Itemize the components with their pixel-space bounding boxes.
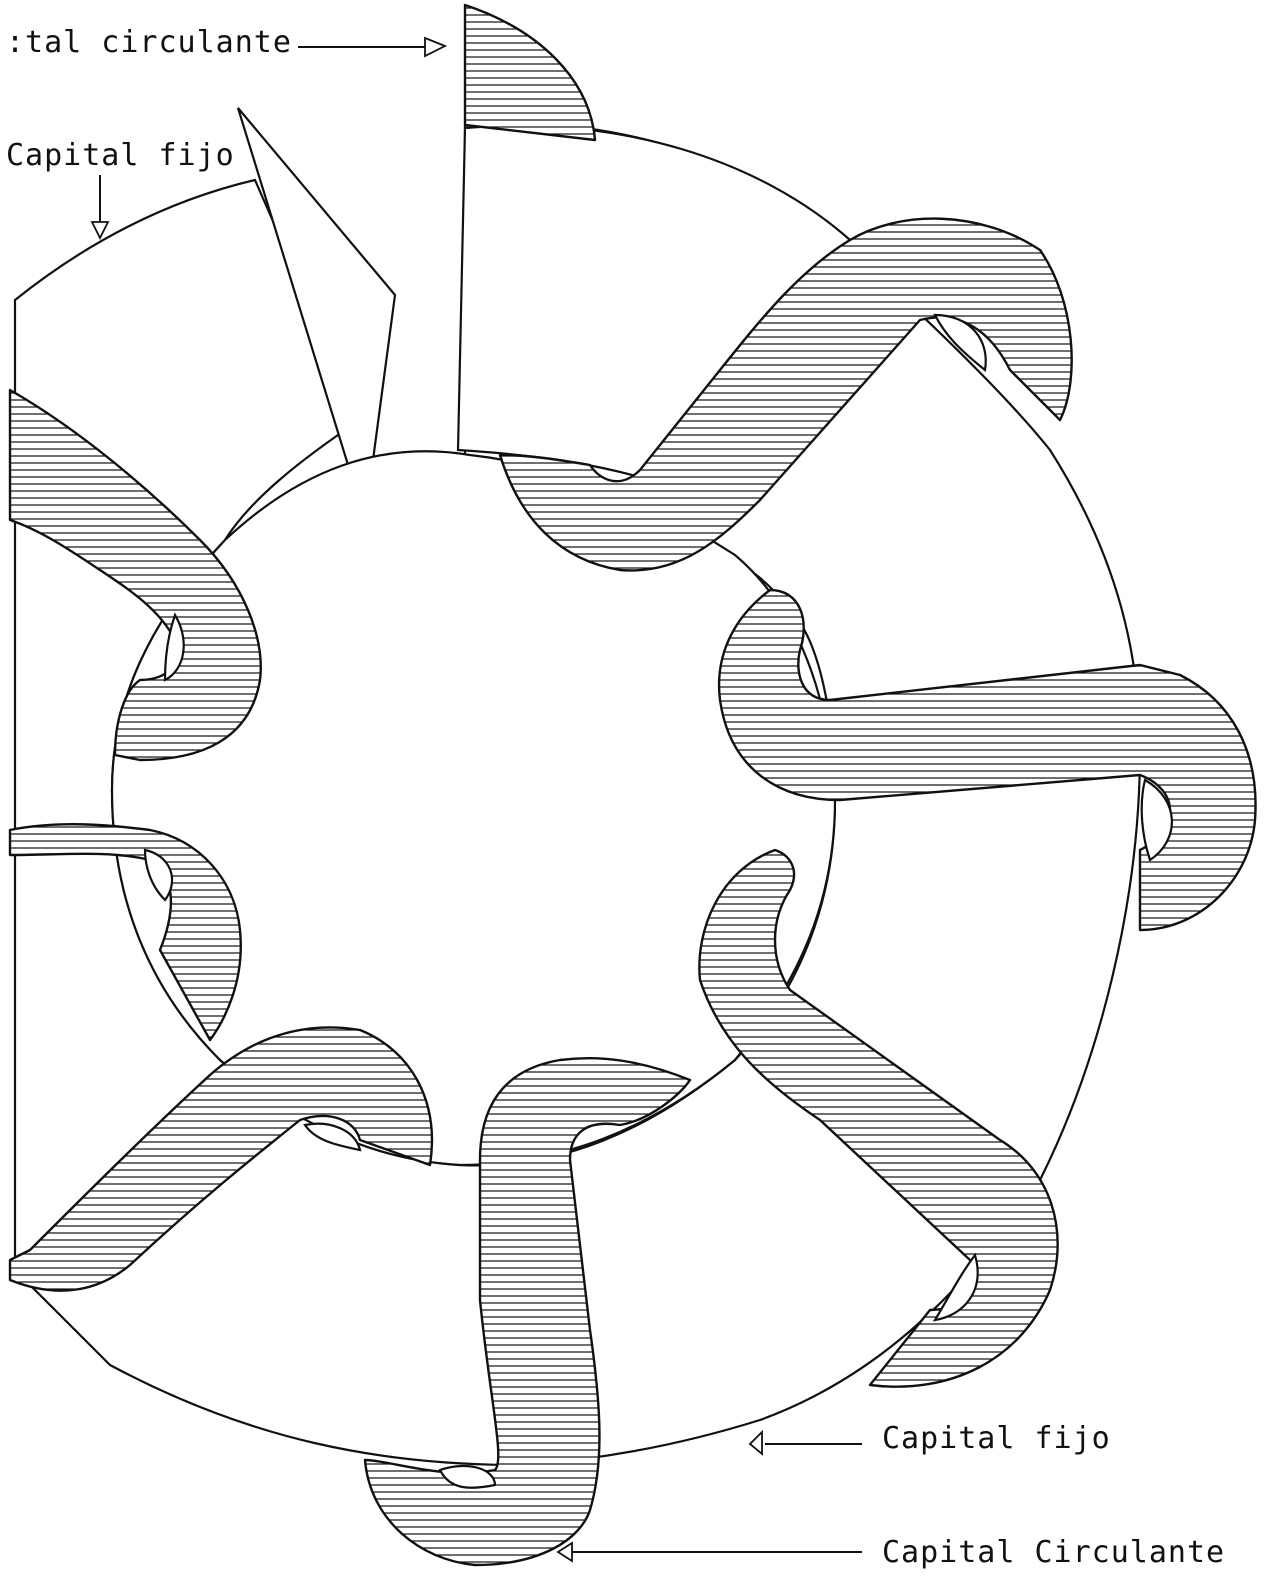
label-top-circulating-text: :tal circulante	[6, 25, 292, 60]
chain-link-top-fragment	[465, 5, 595, 140]
label-bottom-fixed: Capital fijo	[750, 1421, 1111, 1456]
label-bottom-circulating: Capital Circulante	[558, 1535, 1225, 1570]
label-bottom-fixed-text: Capital fijo	[882, 1421, 1111, 1456]
label-top-fixed-text: Capital fijo	[6, 138, 235, 173]
label-bottom-circulating-text: Capital Circulante	[882, 1535, 1225, 1570]
arrow-head-icon	[750, 1432, 762, 1454]
ring-inner-hole	[112, 451, 835, 1165]
arrow-head-icon	[92, 222, 108, 238]
label-top-circulating: :tal circulante	[6, 25, 445, 60]
arrow-head-icon	[425, 38, 445, 56]
